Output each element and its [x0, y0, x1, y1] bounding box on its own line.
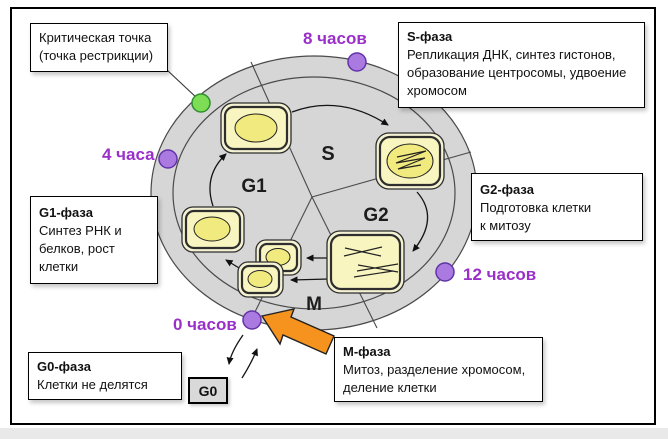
s-phase-title: S-фаза: [407, 29, 453, 44]
s-phase-callout: S-фаза Репликация ДНК, синтез гистонов, …: [398, 22, 645, 108]
chromosome-pair-upper-icon: [343, 246, 383, 257]
flow-arrow-g2-to-daughter-lower: [290, 276, 330, 284]
time-marker-12h: [435, 262, 455, 282]
critical-point-connector-line: [166, 69, 199, 100]
cell-daughter-upper: [255, 239, 302, 276]
critical-point-callout: Критическая точка (точка рестрикции): [30, 23, 168, 72]
cell-s-phase: [375, 132, 445, 190]
sector-label-s: S: [321, 143, 334, 165]
cell-g2-cytoplasm: [329, 233, 402, 291]
g1-phase-line3: клетки: [39, 259, 79, 274]
cycle-inner-ellipse: [172, 76, 456, 310]
cell-daughter-lower-nucleus: [247, 270, 273, 288]
cell-g2-phase: [326, 230, 405, 294]
critical-point-line1: Критическая точка: [39, 30, 152, 45]
s-phase-line1: Репликация ДНК, синтез гистонов,: [407, 47, 616, 62]
cycle-entry-arrow: [260, 308, 335, 355]
s-phase-line2: образование центросомы, удвоение: [407, 65, 627, 80]
time-label-4h: 4 часа: [102, 145, 155, 164]
g1-phase-callout: G1-фаза Синтез РНК и белков, рост клетки: [30, 196, 158, 284]
time-marker-4h: [158, 149, 178, 169]
replicating-dna-coil-icon: [395, 150, 427, 170]
flow-arrow-s-to-g2: [412, 191, 429, 252]
g2-phase-line2: к митозу: [480, 218, 531, 233]
cell-g1-left: [181, 206, 245, 253]
chromosome-pair-lower-icon: [353, 263, 399, 278]
g0-phase-title: G0-фаза: [37, 359, 91, 374]
g1-phase-line2: белков, рост: [39, 241, 115, 256]
time-label-12h: 12 часов: [463, 265, 537, 284]
time-label-8h: 8 часов: [303, 29, 367, 48]
page-bottom-strip: [0, 428, 668, 439]
time-label-0h: 0 часов: [173, 315, 237, 334]
cell-g1-top-nucleus: [234, 113, 278, 143]
reentry-from-g0-arrow: [241, 348, 258, 379]
flow-arrow-g1top-to-s: [291, 104, 389, 126]
critical-point-line2: (точка рестрикции): [39, 48, 154, 63]
sector-label-m: M: [306, 294, 322, 315]
g2-phase-line1: Подготовка клетки: [480, 200, 592, 215]
m-phase-callout: М-фаза Митоз, разделение хромосом, делен…: [334, 337, 543, 402]
g2-phase-callout: G2-фаза Подготовка клетки к митозу: [471, 173, 643, 241]
g0-node-box: G0: [188, 377, 228, 404]
m-phase-line1: Митоз, разделение хромосом,: [343, 362, 526, 377]
cell-g1-left-nucleus: [193, 216, 231, 242]
g1-phase-title: G1-фаза: [39, 205, 93, 220]
g2-phase-title: G2-фаза: [480, 182, 534, 197]
restriction-point-marker: [191, 93, 211, 113]
sector-label-g1: G1: [241, 176, 267, 197]
s-phase-line3: хромосом: [407, 83, 467, 98]
g0-phase-callout: G0-фаза Клетки не делятся: [28, 352, 182, 400]
exit-to-g0-arrow: [226, 334, 244, 365]
time-marker-8h: [347, 52, 367, 72]
g1-phase-line1: Синтез РНК и: [39, 223, 122, 238]
sector-label-g2: G2: [363, 205, 388, 226]
g0-phase-line1: Клетки не делятся: [37, 377, 148, 392]
time-marker-0h: [242, 310, 262, 330]
m-phase-title: М-фаза: [343, 344, 391, 359]
m-phase-line2: деление клетки: [343, 380, 437, 395]
cell-daughter-lower: [237, 261, 284, 298]
cell-g1-top: [220, 102, 292, 154]
flow-arrow-g1left-to-g1top: [209, 153, 227, 207]
